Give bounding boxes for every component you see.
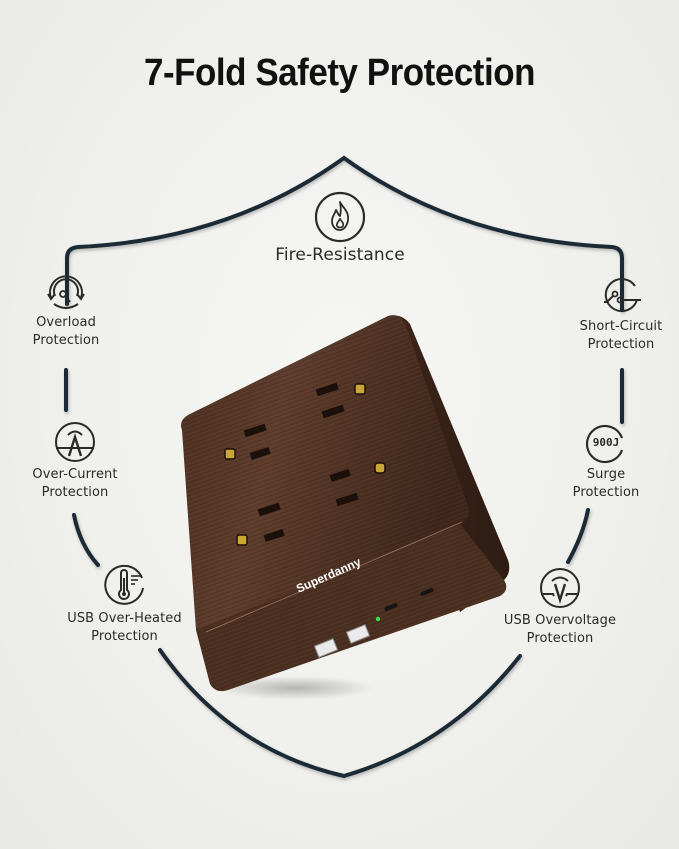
- ammeter-icon: [55, 422, 95, 462]
- feature-fire-resistance: Fire-Resistance: [240, 190, 440, 264]
- feature-label-line1: Short-Circuit: [579, 319, 663, 334]
- feature-label-line2: Protection: [572, 485, 640, 500]
- gauge-icon: [47, 275, 85, 309]
- feature-label-line1: Surge: [586, 467, 626, 482]
- feature-short-circuit: Short-Circuit Protection: [566, 276, 676, 354]
- feature-over-current: Over-Current Protection: [20, 420, 130, 502]
- surge-rating-badge: 900J: [592, 436, 620, 449]
- feature-label-line1: USB Overvoltage: [503, 613, 617, 628]
- page-title: 7-Fold Safety Protection: [143, 52, 536, 94]
- feature-usb-overvoltage: USB Overvoltage Protection: [490, 566, 630, 648]
- voltmeter-icon: [540, 568, 580, 608]
- feature-surge: 900J Surge Protection: [556, 424, 656, 502]
- feature-label-line1: USB Over-Heated: [67, 611, 182, 626]
- feature-label-line2: Protection: [32, 333, 100, 348]
- circuit-icon: [604, 278, 641, 313]
- flame-icon: [314, 191, 366, 243]
- feature-usb-over-heated: USB Over-Heated Protection: [52, 564, 197, 646]
- feature-overload: Overload Protection: [16, 272, 116, 350]
- thermometer-icon: [103, 564, 144, 605]
- product-image: [181, 315, 510, 700]
- feature-label-line1: Over-Current: [32, 467, 118, 482]
- feature-label-line2: Protection: [587, 337, 655, 352]
- feature-label-line2: Protection: [526, 631, 594, 646]
- feature-label: Fire-Resistance: [275, 245, 405, 265]
- joule-icon: [586, 424, 624, 464]
- feature-label-line2: Protection: [91, 629, 158, 644]
- feature-label-line1: Overload: [36, 315, 96, 330]
- feature-label-line2: Protection: [41, 485, 109, 500]
